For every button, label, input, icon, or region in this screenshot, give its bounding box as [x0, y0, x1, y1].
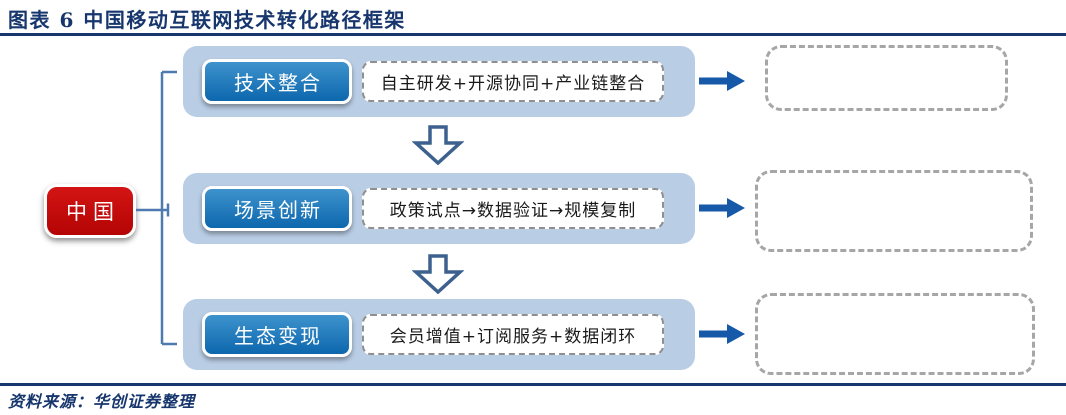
right-arrow-icon — [699, 71, 745, 91]
china-node: 中国 — [44, 184, 136, 238]
right-arrow-icon — [699, 198, 745, 218]
flow-down-arrow-icon — [412, 125, 464, 165]
bottom-rule — [0, 383, 1066, 386]
stage-detail-box: 会员增值+订阅服务+数据闭环 — [362, 314, 664, 355]
source-note: 资料来源：华创证券整理 — [8, 392, 196, 411]
outcome-placeholder-box — [755, 170, 1033, 252]
title-rule — [0, 33, 1066, 36]
china-node-label: 中国 — [66, 200, 120, 224]
outcome-placeholder-box — [755, 293, 1035, 375]
stage-button: 技术整合 — [202, 59, 352, 104]
outcome-placeholder-box — [765, 45, 1008, 111]
stage-button: 场景创新 — [202, 186, 352, 231]
right-arrow-icon — [699, 324, 745, 344]
stage-row-tech-integration: 技术整合 自主研发+开源协同+产业链整合 — [183, 46, 695, 117]
stage-button: 生态变现 — [202, 312, 352, 357]
stage-detail-box: 自主研发+开源协同+产业链整合 — [362, 61, 664, 102]
flow-down-arrow-icon — [412, 254, 464, 294]
stage-row-ecosystem-monetization: 生态变现 会员增值+订阅服务+数据闭环 — [183, 299, 695, 370]
stage-detail-box: 政策试点→数据验证→规模复制 — [362, 188, 664, 229]
figure-title: 图表 6 中国移动互联网技术转化路径框架 — [8, 8, 406, 32]
stage-row-scene-innovation: 场景创新 政策试点→数据验证→规模复制 — [183, 173, 695, 244]
